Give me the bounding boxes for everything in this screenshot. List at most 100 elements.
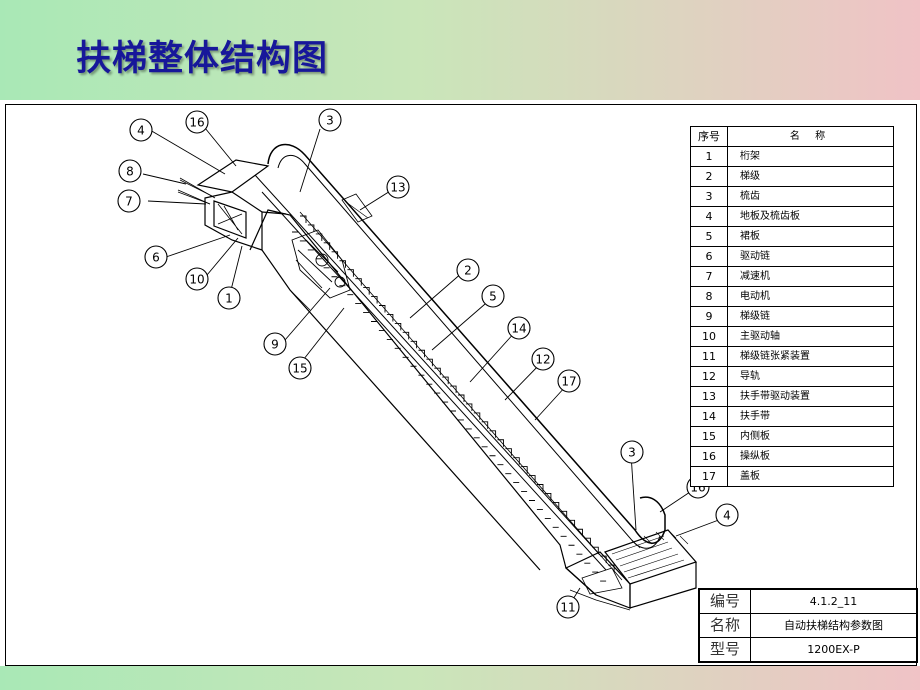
legend-num: 2 — [691, 167, 728, 186]
name-label: 名称 — [700, 614, 751, 637]
step-tooth — [465, 412, 481, 430]
legend-num: 5 — [691, 227, 728, 246]
step-tooth — [560, 519, 576, 537]
legend-name: 盖板 — [740, 471, 760, 482]
step-tooth — [307, 233, 323, 251]
step-tooth — [584, 546, 599, 564]
step-tooth — [426, 367, 441, 385]
callout-bubble: 14 — [507, 316, 531, 340]
legend-name: 裙板 — [740, 231, 760, 242]
step-tooth — [418, 358, 433, 376]
step-tooth — [442, 385, 457, 403]
title-block-row: 型号 1200EX-P — [700, 638, 916, 661]
step-tooth — [323, 251, 339, 269]
step-tooth — [544, 501, 560, 519]
step-tooth — [339, 269, 354, 287]
handrail — [267, 143, 666, 544]
legend-num: 12 — [691, 367, 728, 386]
step-tooth — [505, 457, 520, 475]
step-tooth — [402, 340, 418, 358]
step-tooth — [473, 421, 489, 439]
callout-bubble: 11 — [556, 595, 580, 619]
callout-bubble: 10 — [185, 267, 209, 291]
truss-outline — [249, 209, 597, 596]
callout-number: 13 — [390, 181, 405, 195]
step-tooth — [568, 528, 583, 546]
step-tooth — [450, 394, 465, 412]
legend-num: 4 — [691, 207, 728, 226]
step-tooth — [536, 493, 552, 510]
callout-bubble: 13 — [386, 175, 410, 199]
step-tooth — [529, 484, 544, 501]
step-tooth — [513, 466, 528, 484]
callout-number: 3 — [326, 114, 334, 128]
legend-num: 11 — [691, 347, 728, 366]
callout-number: 7 — [125, 195, 133, 209]
callout-number: 5 — [489, 290, 497, 304]
legend-name: 主驱动轴 — [740, 331, 780, 342]
step-tooth — [386, 322, 402, 340]
lower-landing — [564, 529, 698, 611]
legend-name: 梯级链 — [740, 311, 770, 322]
name-value: 自动扶梯结构参数图 — [784, 619, 883, 632]
callout-bubble: 4 — [129, 118, 153, 142]
step-tooth — [331, 260, 346, 278]
step-tooth — [363, 296, 378, 313]
step-tooth — [378, 314, 394, 331]
step-band — [292, 215, 615, 582]
callout-bubble: 6 — [144, 245, 168, 269]
legend-name: 梯级 — [740, 171, 760, 182]
legend-num: 6 — [691, 247, 728, 266]
step-tooth — [592, 555, 607, 573]
callout-bubble: 4 — [715, 503, 739, 527]
slide-title: 扶梯整体结构图 — [76, 39, 329, 79]
legend-num: 17 — [691, 467, 728, 486]
callout-bubble: 7 — [117, 189, 141, 213]
code-value: 4.1.2_11 — [809, 595, 858, 608]
legend-num: 1 — [691, 147, 728, 166]
callout-bubble: 16 — [185, 110, 209, 134]
legend-name: 导轨 — [740, 371, 760, 382]
legend-row: 2 梯级 — [691, 167, 893, 187]
legend-num: 15 — [691, 427, 728, 446]
title-block-row: 名称 自动扶梯结构参数图 — [700, 614, 916, 638]
callout-bubble: 5 — [481, 284, 505, 308]
callout-number: 10 — [189, 273, 204, 287]
legend-row: 5 裙板 — [691, 227, 893, 247]
legend-num: 9 — [691, 307, 728, 326]
callout-number: 14 — [511, 322, 526, 336]
code-label: 编号 — [700, 590, 751, 613]
drawing-frame — [5, 104, 917, 666]
upper-landing — [177, 159, 287, 251]
legend-num: 16 — [691, 447, 728, 466]
callout-bubble: 9 — [263, 332, 287, 356]
callout-number: 8 — [126, 165, 134, 179]
legend-name: 扶手带 — [740, 411, 770, 422]
legend-num: 8 — [691, 287, 728, 306]
legend-name: 桁架 — [740, 151, 760, 162]
drive-machinery — [291, 229, 351, 299]
legend-name: 梳齿 — [740, 191, 760, 202]
step-tooth — [315, 242, 331, 260]
legend-header-num: 序号 — [691, 127, 728, 146]
callout-bubble: 8 — [118, 159, 142, 183]
legend-row: 17 盖板 — [691, 467, 893, 486]
callout-bubble: 15 — [288, 356, 312, 380]
callout-bubble: 17 — [557, 369, 581, 393]
step-tooth — [489, 439, 504, 457]
step-tooth — [521, 475, 536, 492]
title-block-row: 编号 4.1.2_11 — [700, 590, 916, 614]
